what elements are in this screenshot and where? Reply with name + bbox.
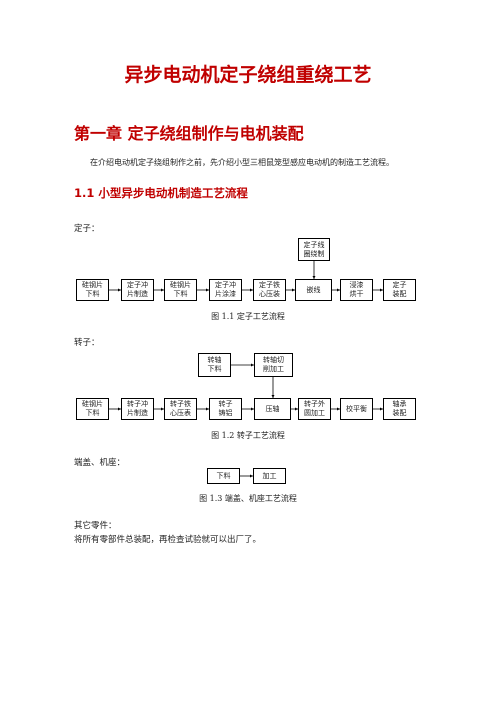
figure-1-3-caption: 图 1.3 端盖、机座工艺流程 [199, 494, 297, 503]
chapter-heading: 第一章 定子绕组制作与电机装配 [74, 124, 304, 143]
rotor-step-8: 轴承 装配 [383, 398, 416, 420]
rotor-step-6: 转子外 圆加工 [298, 398, 331, 420]
stator-step-6: 嵌线 [295, 279, 332, 301]
endcap-step-2: 加工 [253, 468, 286, 484]
other-parts-label: 其它零件： [74, 521, 117, 531]
stator-step-8: 定子 装配 [383, 279, 416, 301]
stator-step-7: 浸漆 烘干 [340, 279, 373, 301]
endcap-label: 端盖、机座： [74, 458, 126, 468]
rotor-step-2: 转子冲 片制造 [121, 398, 154, 420]
rotor-label: 转子： [74, 338, 100, 348]
stator-label: 定子： [74, 224, 100, 234]
stator-step-2: 定子冲 片制造 [121, 279, 154, 301]
document-title: 异步电动机定子绕组重绕工艺 [124, 64, 372, 86]
intro-paragraph: 在介绍电动机定子绕组制作之前，先介绍小型三相鼠笼型感应电动机的制造工艺流程。 [90, 158, 394, 167]
other-parts-text: 将所有零部件总装配，再检查试验就可以出厂了。 [74, 535, 262, 545]
rotor-step-1: 硅钢片 下料 [76, 398, 109, 420]
stator-step-4: 定子冲 片涂漆 [209, 279, 242, 301]
endcap-step-1: 下料 [207, 468, 240, 484]
stator-coil-winding-box: 定子线 圈绕制 [298, 238, 330, 261]
rotor-step-4: 转子 铸铝 [209, 398, 242, 420]
stator-step-5: 定子铁 心压装 [253, 279, 286, 301]
rotor-shaft-cutting-box: 转轴 下料 [198, 353, 231, 377]
rotor-shaft-machining-box: 转轴切 削加工 [254, 353, 293, 377]
rotor-step-5: 压轴 [254, 398, 291, 420]
stator-step-1: 硅钢片 下料 [76, 279, 109, 301]
figure-1-1-caption: 图 1.1 定子工艺流程 [211, 312, 285, 321]
figure-1-2-caption: 图 1.2 转子工艺流程 [211, 431, 285, 440]
rotor-step-7: 校平衡 [340, 398, 373, 420]
section-heading: 1.1 小型异步电动机制造工艺流程 [74, 186, 248, 200]
stator-step-3: 硅钢片 下料 [164, 279, 197, 301]
rotor-step-3: 转子铁 心压表 [164, 398, 197, 420]
